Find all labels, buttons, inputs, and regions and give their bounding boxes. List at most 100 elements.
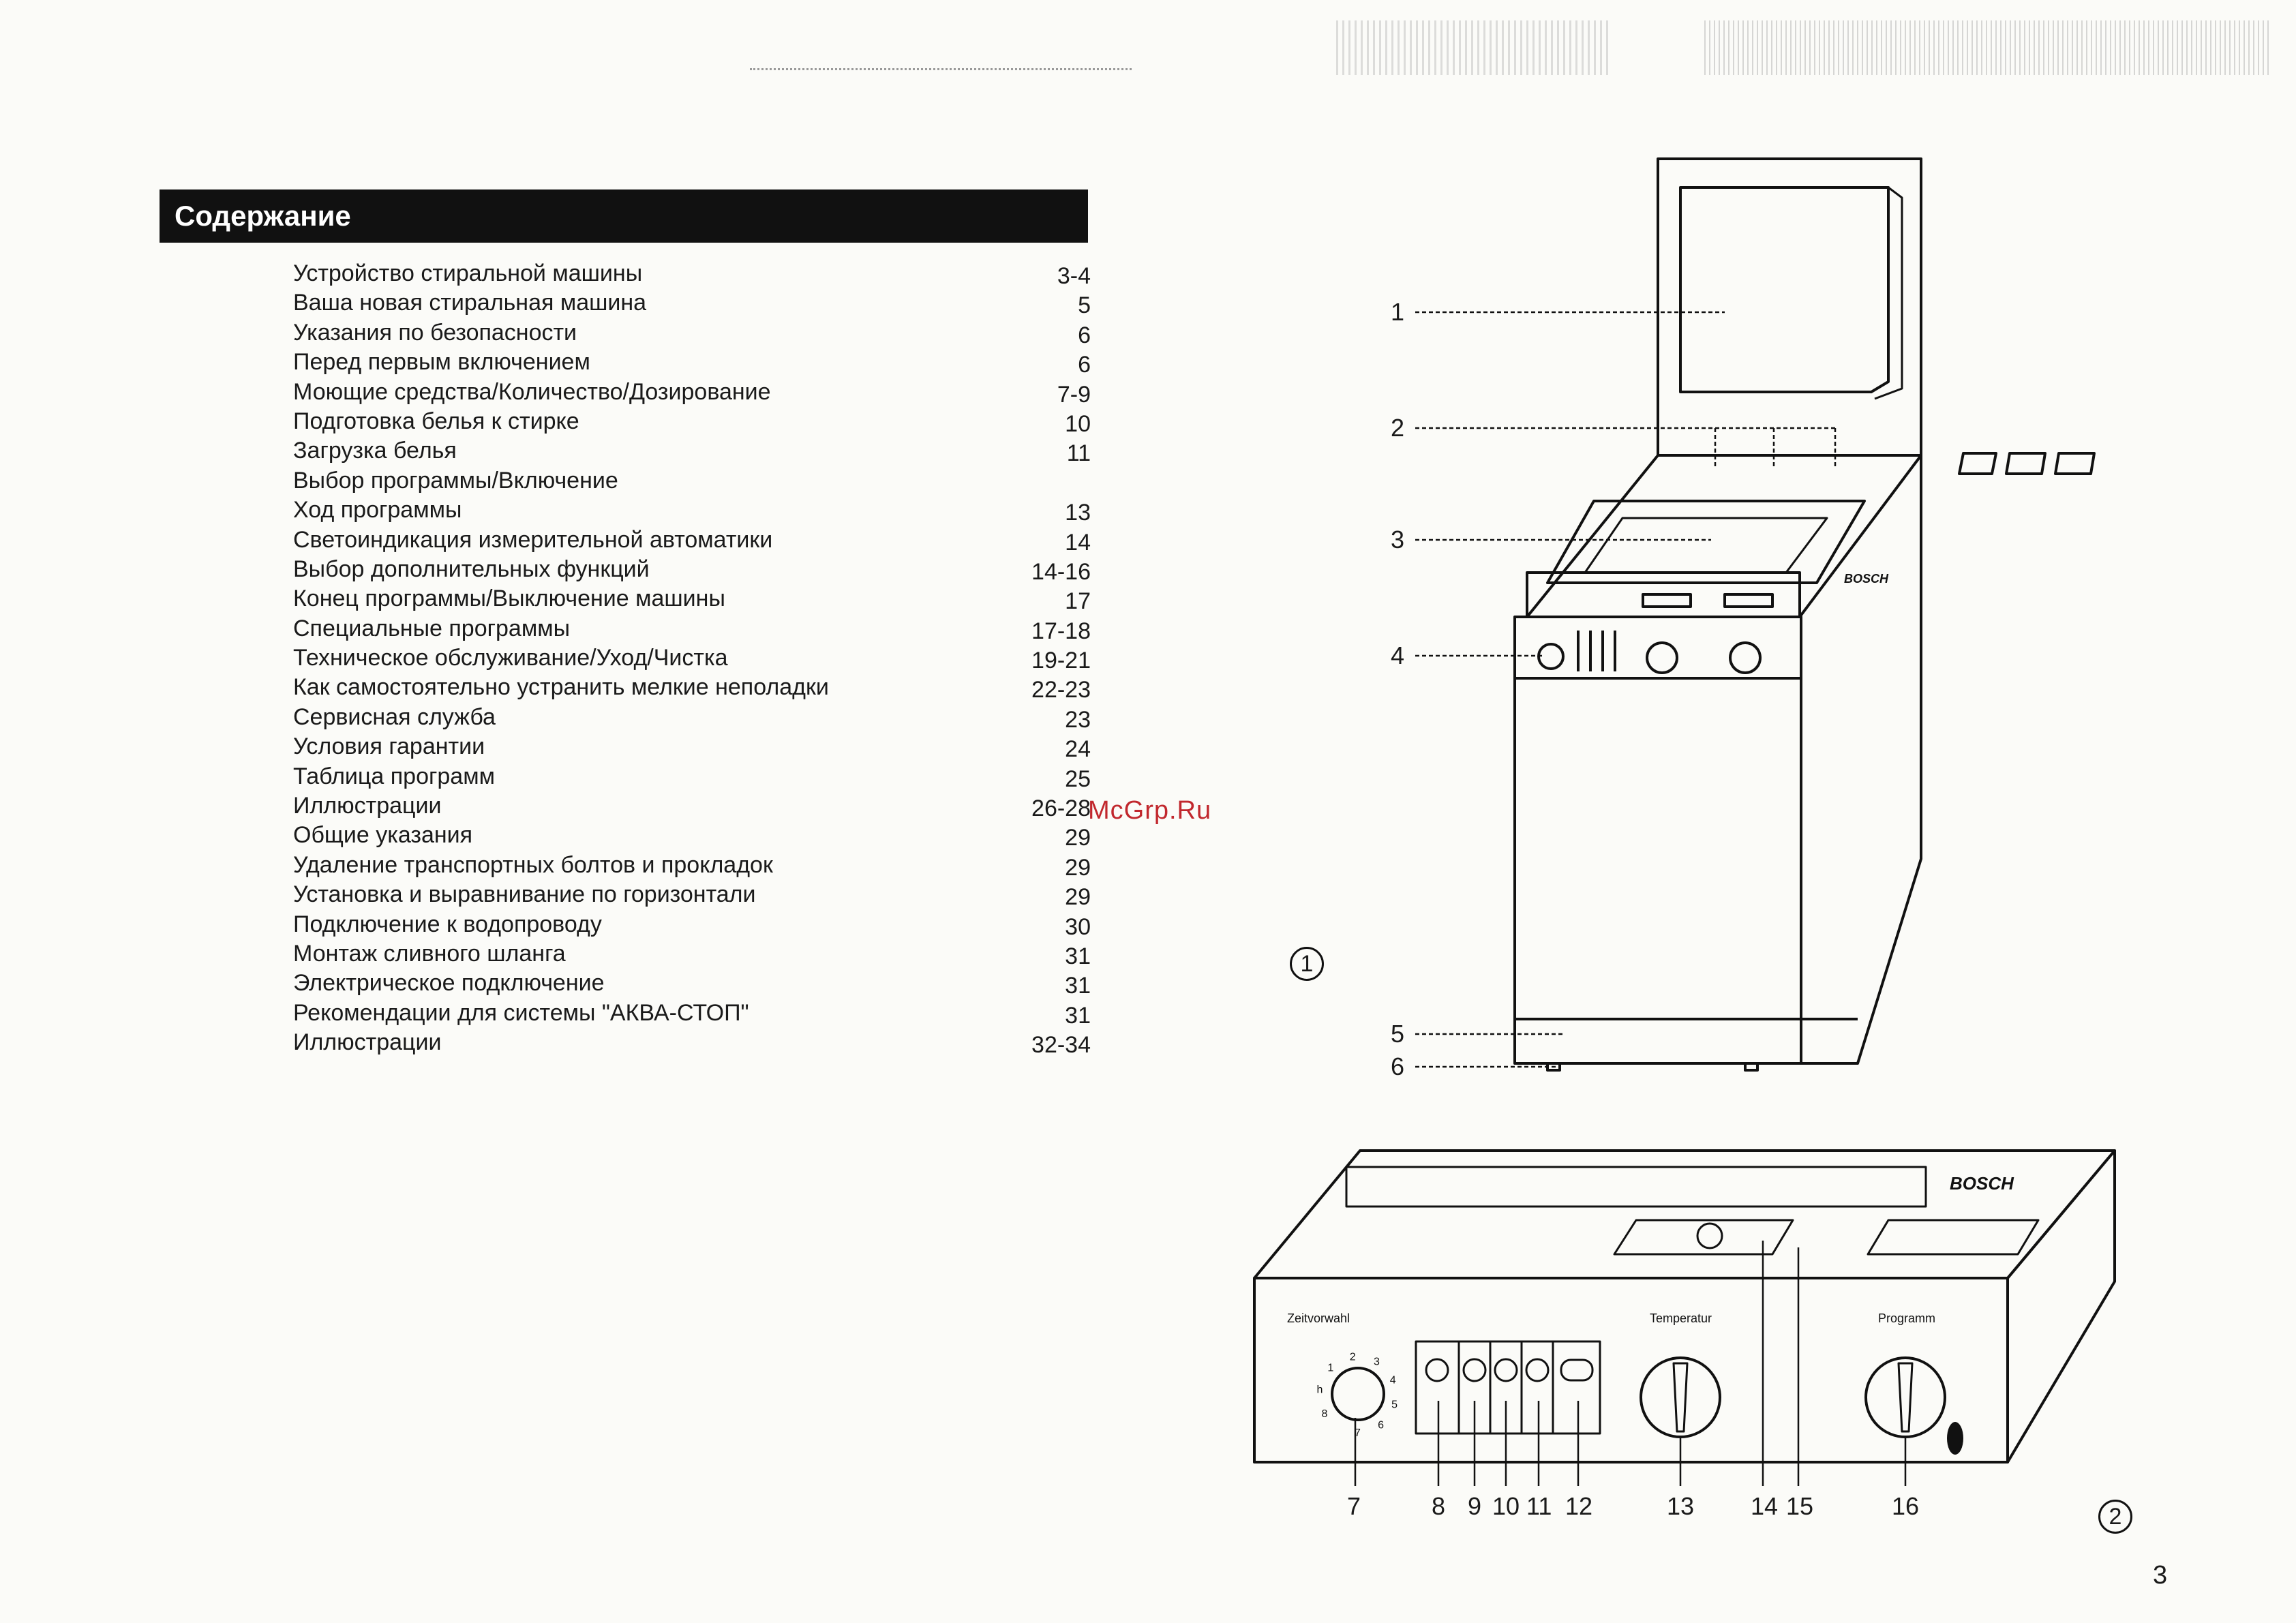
toc-entry-page: 31 [1065,973,1091,999]
toc-entry-page: 6 [1078,322,1091,348]
toc-entry-title: Монтаж сливного шланга [293,940,566,967]
toc-entry: Светоиндикация измерительной автоматики 1… [293,526,1091,556]
toc-entry-title: Иллюстрации [293,1029,442,1056]
drum-opening [1546,500,1866,584]
toc-entry-page: 23 [1065,706,1091,733]
callout-5: 5 [1391,1020,1405,1048]
toc-entry-page: 31 [1065,943,1091,969]
cabinet-side [1796,455,1922,1065]
panel-front [1253,1277,2009,1463]
callout-6: 6 [1391,1052,1405,1080]
figure-1-number: 1 [1290,947,1324,981]
callout-1: 1 [1391,298,1405,326]
toc-entry-title: Установка и выравнивание по горизонтали [293,881,756,908]
toc-entry: Монтаж сливного шланга 31 [293,939,1091,969]
scan-blot [1947,1422,1963,1455]
temperature-dial [1640,1356,1721,1438]
callout-12: 12 [1565,1492,1593,1520]
temperature-label: Temperatur [1650,1311,1712,1325]
program-dial [1864,1356,1946,1438]
toc-entry-title: Подготовка белья к стирке [293,408,579,434]
toc-entry-title: Конец программы/Выключение машины [293,586,725,612]
toc-entry-title: Сервисная служба [293,703,496,730]
toc-entry-page: 14-16 [1031,558,1091,585]
toc-entry-title: Устройство стиральной машины [293,260,643,286]
callout-13: 13 [1667,1492,1695,1520]
toc-entry-title: Как самостоятельно устранить мелкие непо… [293,674,829,701]
callout-8: 8 [1432,1492,1446,1520]
timer-dial-number: h [1317,1384,1323,1396]
toc-entry-title: Техническое обслуживание/Уход/Чистка [293,645,728,671]
toc-entry: Сервисная служба 23 [293,703,1091,733]
brand-logo-panel: BOSCH [1950,1173,2014,1194]
toc-entry-title: Иллюстрации [293,793,442,819]
scan-artifact [1336,20,1609,75]
toc-entry-page: 29 [1065,884,1091,911]
toc-entry-title: Моющие средства/Количество/Дозирование [293,378,771,405]
toc-entry-page: 26-28 [1031,795,1091,822]
timer-dial-number: 1 [1327,1362,1333,1374]
toc-entry: Рекомендации для системы "АКВА-СТОП"31 [293,999,1091,1029]
brand-logo: BOSCH [1844,572,1889,586]
toc-entry-page: 30 [1065,913,1091,940]
toc-entry: Техническое обслуживание/Уход/Чистка 19-2… [293,643,1091,673]
timer-dial-number: 2 [1350,1352,1356,1363]
toc-entry-page: 10 [1065,410,1091,437]
callout-15: 15 [1786,1492,1814,1520]
toc-entry-title: Рекомендации для системы "АКВА-СТОП" [293,999,749,1026]
callout-2: 2 [1391,414,1405,442]
toc-entry-page: 29 [1065,854,1091,881]
toc-entry-page: 17-18 [1031,618,1091,644]
page-number: 3 [2153,1561,2168,1590]
toc-entry-title: Удаление транспортных болтов и прокладок [293,851,773,878]
lid-window [1679,186,1890,393]
callout-4: 4 [1391,641,1405,669]
cabinet-front [1513,677,1802,1020]
callout-3: 3 [1391,526,1405,553]
timer-dial-number: 6 [1378,1419,1384,1431]
toc-entry: Установка и выравнивание по горизонтали 2… [293,880,1091,911]
toc-entry-title: Светоиндикация измерительной автоматики [293,526,773,553]
watermark: McGrp.Ru [1088,796,1212,825]
callout-7: 7 [1347,1492,1361,1520]
toc-entry-page: 11 [1066,440,1091,467]
toc-entry-title: Таблица программ [293,763,495,789]
scan-artifact [750,68,1132,70]
timer-dial-number: 4 [1390,1375,1396,1386]
toc-entry-page: 24 [1065,736,1091,763]
callout-16: 16 [1892,1492,1920,1520]
callout-14: 14 [1751,1492,1779,1520]
toc-entry-page: 32-34 [1031,1032,1091,1059]
toc-entry-page: 14 [1065,529,1091,556]
toc-entry-page: 17 [1065,588,1091,615]
toc-entry: Иллюстрации 26-28 [293,791,1091,821]
toc-entry-page: 19-21 [1031,648,1091,674]
callout-9: 9 [1468,1492,1482,1520]
toc-entry: Иллюстрации 32-34 [293,1028,1091,1059]
lid [1657,157,1922,457]
toc-entry-title: Ход программы [293,497,462,524]
toc-entry-page: 29 [1065,825,1091,851]
toc-entry: Подготовка белья к стирке 10 [293,407,1091,437]
timer-dial-number: 8 [1322,1408,1328,1420]
timer-dial-number: 5 [1391,1399,1398,1411]
figure-2-number: 2 [2098,1500,2132,1534]
toc-entry: Подключение к водопроводу 30 [293,910,1091,940]
toc-entry-title: Подключение к водопроводу [293,911,602,937]
toc-entry: Удаление транспортных болтов и прокладок… [293,851,1091,881]
toc-entry-title: Перед первым включением [293,349,590,376]
toc-entry: Конец программы/Выключение машины 17 [293,584,1091,615]
